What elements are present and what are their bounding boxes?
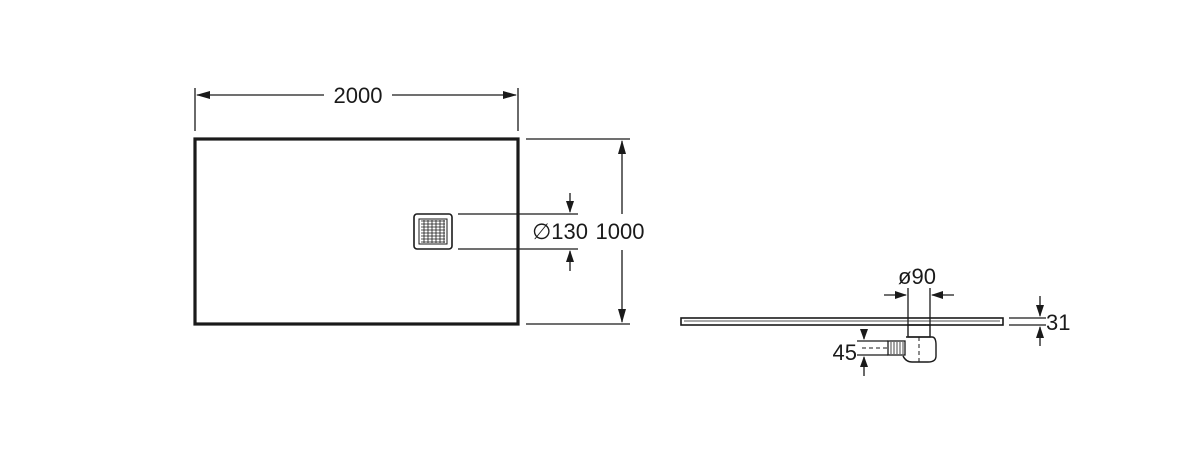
drain-trap bbox=[862, 324, 937, 363]
width-dimension: 1000 bbox=[526, 138, 645, 325]
tray-profile bbox=[680, 317, 1004, 326]
length-dimension: 2000 bbox=[194, 83, 519, 131]
width-label: 1000 bbox=[596, 219, 645, 244]
top-view: 2000 1000 ∅130 bbox=[193, 83, 645, 326]
side-view: ø90 31 45 bbox=[680, 264, 1070, 376]
tray-outline bbox=[193, 137, 520, 326]
drain-diameter-label: ø90 bbox=[898, 264, 936, 289]
tray-height-dimension: 31 bbox=[1009, 296, 1070, 346]
outlet-height-dimension: 45 bbox=[833, 329, 888, 376]
outlet-height-label: 45 bbox=[833, 340, 857, 365]
drain-grate bbox=[413, 213, 453, 250]
drain-size-dimension: ∅130 bbox=[458, 193, 588, 271]
drain-diameter-dimension: ø90 bbox=[884, 264, 954, 326]
length-label: 2000 bbox=[334, 83, 383, 108]
tray-height-label: 31 bbox=[1046, 310, 1070, 335]
drain-size-label: ∅130 bbox=[532, 219, 588, 244]
